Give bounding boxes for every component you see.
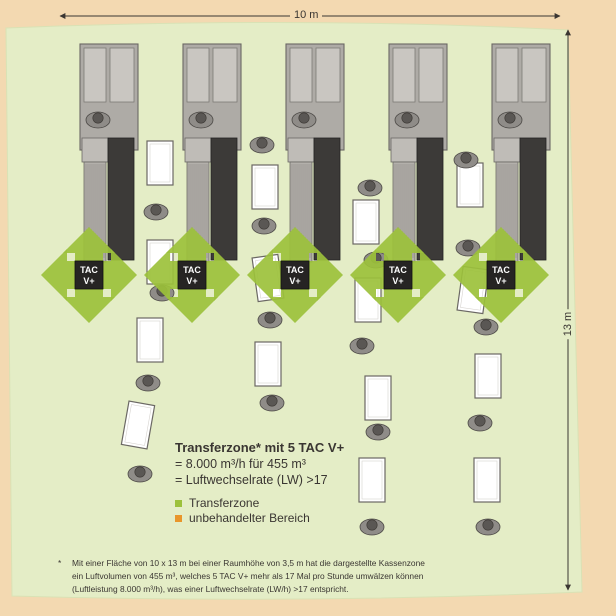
footnote-line: ein Luftvolumen von 455 m³, welches 5 TA… xyxy=(72,571,424,581)
shopping-cart xyxy=(251,164,279,210)
tac-unit-label: TAC xyxy=(389,265,407,275)
customer xyxy=(357,179,383,197)
customer xyxy=(257,311,283,329)
legend-item-untreated-area: unbehandelter Bereich xyxy=(175,511,405,526)
tac-unit-label: V+ xyxy=(495,276,506,286)
conveyor-belt xyxy=(210,137,238,261)
footnote-line: Mit einer Fläche von 10 x 13 m bei einer… xyxy=(72,558,425,568)
shopping-cart xyxy=(456,162,484,208)
tac-unit-box xyxy=(177,260,207,290)
footnote: * Mit einer Fläche von 10 x 13 m bei ein… xyxy=(58,557,560,596)
tac-unit-label: V+ xyxy=(289,276,300,286)
tac-unit-label: TAC xyxy=(183,265,201,275)
conveyor-belt xyxy=(519,137,547,261)
conveyor-belt xyxy=(313,137,341,261)
shopping-cart xyxy=(136,317,164,363)
cashier xyxy=(85,111,111,129)
shopping-cart xyxy=(364,375,392,421)
tac-unit-label: V+ xyxy=(392,276,403,286)
legend-item-label: Transferzone xyxy=(189,496,260,510)
cashier xyxy=(188,111,214,129)
tac-unit-label: V+ xyxy=(186,276,197,286)
customer xyxy=(249,136,275,154)
tac-unit-box xyxy=(280,260,310,290)
width-label: 10 m xyxy=(290,9,323,21)
tac-unit-box xyxy=(74,260,104,290)
footnote-line: (Luftleistung 8.000 m³/h), was einer Luf… xyxy=(72,584,349,594)
tac-unit-box xyxy=(383,260,413,290)
shopping-cart xyxy=(473,457,501,503)
cashier xyxy=(497,111,523,129)
cashier xyxy=(394,111,420,129)
shopping-cart xyxy=(352,199,380,245)
tac-unit-box xyxy=(486,260,516,290)
footnote-marker: * xyxy=(58,558,62,568)
cashier xyxy=(291,111,317,129)
legend-airflow: = 8.000 m³/h für 455 m³ xyxy=(175,457,306,471)
legend-air-change-rate: = Luftwechselrate (LW) >17 xyxy=(175,473,328,487)
legend-swatch-green xyxy=(175,500,182,507)
customer xyxy=(135,374,161,392)
checkout-lane xyxy=(491,43,551,263)
customer xyxy=(259,394,285,412)
customer xyxy=(475,518,501,536)
legend-swatch-orange xyxy=(175,515,182,522)
shopping-cart xyxy=(146,140,174,186)
customer xyxy=(473,318,499,336)
customer xyxy=(349,337,375,355)
tac-unit-label: TAC xyxy=(286,265,304,275)
customer xyxy=(453,151,479,169)
customer xyxy=(365,423,391,441)
customer xyxy=(467,414,493,432)
height-label: 13 m xyxy=(562,308,575,340)
shopping-cart xyxy=(474,353,502,399)
tac-unit-label: V+ xyxy=(83,276,94,286)
legend-item-transfer-zone: Transferzone xyxy=(175,496,405,511)
checkout-lane xyxy=(285,43,345,263)
legend-item-label: unbehandelter Bereich xyxy=(189,511,310,525)
customer xyxy=(251,217,277,235)
tac-unit-label: TAC xyxy=(492,265,510,275)
tac-unit-label: TAC xyxy=(80,265,98,275)
conveyor-belt xyxy=(107,137,135,261)
customer xyxy=(143,203,169,221)
conveyor-belt xyxy=(416,137,444,261)
legend-panel: Transferzone* mit 5 TAC V+ = 8.000 m³/h … xyxy=(175,440,405,526)
legend-title: Transferzone* mit 5 TAC V+ xyxy=(175,440,345,455)
shopping-cart xyxy=(254,341,282,387)
customer xyxy=(127,465,153,483)
